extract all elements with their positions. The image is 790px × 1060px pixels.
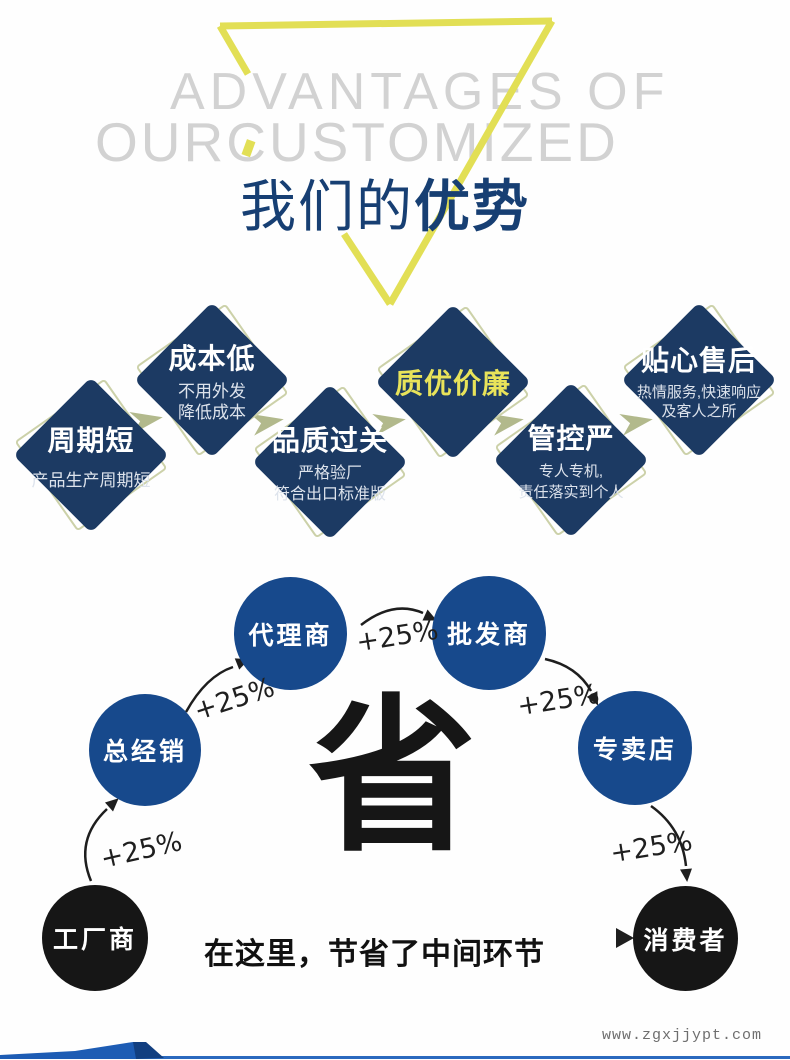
page-title: 我们的优势	[200, 162, 570, 243]
markup-percent-label: +25%	[97, 826, 186, 875]
advantage-title: 品质过关	[271, 424, 388, 456]
advantage-detail-line1: 不用外发	[178, 381, 246, 401]
markup-percent-label: +25%	[190, 671, 279, 728]
flow-node-distributor: 总经销	[89, 694, 201, 806]
flow-node-consumer: 消费者	[633, 886, 738, 991]
advantage-detail: 热情服务,快速响应 及客人之所	[637, 383, 761, 422]
watermark-url: www.zgxjjypt.com	[601, 1027, 762, 1044]
flow-node-wholesaler: 批发商	[432, 576, 546, 690]
advantage-diamond-control: 管控严 专人专机, 责任落实到个人	[493, 382, 649, 538]
advantage-title: 周期短	[47, 425, 135, 456]
advantage-diamond-aftersales: 贴心售后 热情服务,快速响应 及客人之所	[621, 302, 777, 458]
advantage-title: 管控严	[527, 423, 615, 455]
advantage-detail-line2: 符合出口标准版	[273, 485, 386, 503]
advantage-title: 成本低	[168, 342, 256, 374]
tagline: 在这里，节省了中间环节	[204, 938, 545, 971]
advantage-detail-line2: 责任落实到个人	[518, 483, 624, 501]
markup-percent-label: +25%	[354, 614, 441, 659]
dart-arrow-icon	[372, 413, 406, 436]
advantage-detail-line2: 降低成本	[178, 403, 246, 422]
dart-arrow-icon	[619, 413, 653, 436]
save-character: 省	[308, 683, 477, 871]
page-title-bold: 优势	[414, 175, 530, 238]
dart-arrow-icon	[490, 413, 524, 436]
advantage-diamond-quality: 品质过关 严格验厂 符合出口标准版	[252, 384, 408, 540]
ribbon-baseline	[0, 1056, 790, 1059]
flow-node-agent: 代理商	[234, 577, 347, 690]
advantage-detail-line1: 严格验厂	[297, 464, 362, 482]
advantage-detail: 严格验厂 符合出口标准版	[274, 464, 386, 506]
flow-node-store: 专卖店	[578, 691, 692, 805]
advantage-detail-line2: 及客人之所	[661, 403, 737, 420]
flow-node-factory: 工厂商	[42, 885, 148, 991]
markup-percent-label: +25%	[608, 825, 695, 870]
advantage-detail: 不用外发 降低成本	[178, 381, 246, 424]
bottom-ribbon	[0, 1042, 790, 1059]
arrowhead-icon	[680, 868, 692, 882]
advantage-detail-line1: 热情服务,快速响应	[636, 383, 762, 401]
advantage-diamond-cycle: 周期短 产品生产周期短	[13, 377, 169, 533]
dart-arrow-icon	[250, 413, 284, 436]
page-title-regular: 我们的	[240, 175, 414, 238]
advantage-detail: 专人专机, 责任落实到个人	[518, 462, 623, 503]
ribbon-face	[0, 1042, 146, 1059]
advantage-detail: 产品生产周期短	[31, 471, 151, 490]
ribbon-shadow-facet	[133, 1042, 164, 1059]
advantage-title-highlight: 质优价廉	[394, 368, 511, 399]
advantage-diamond-value: 质优价廉	[375, 304, 531, 460]
advantage-detail-line1: 专人专机,	[538, 463, 604, 481]
pointer-arrow-icon	[616, 928, 634, 948]
advantage-title: 贴心售后	[640, 344, 757, 376]
advantage-diamond-cost: 成本低 不用外发 降低成本	[134, 302, 290, 458]
